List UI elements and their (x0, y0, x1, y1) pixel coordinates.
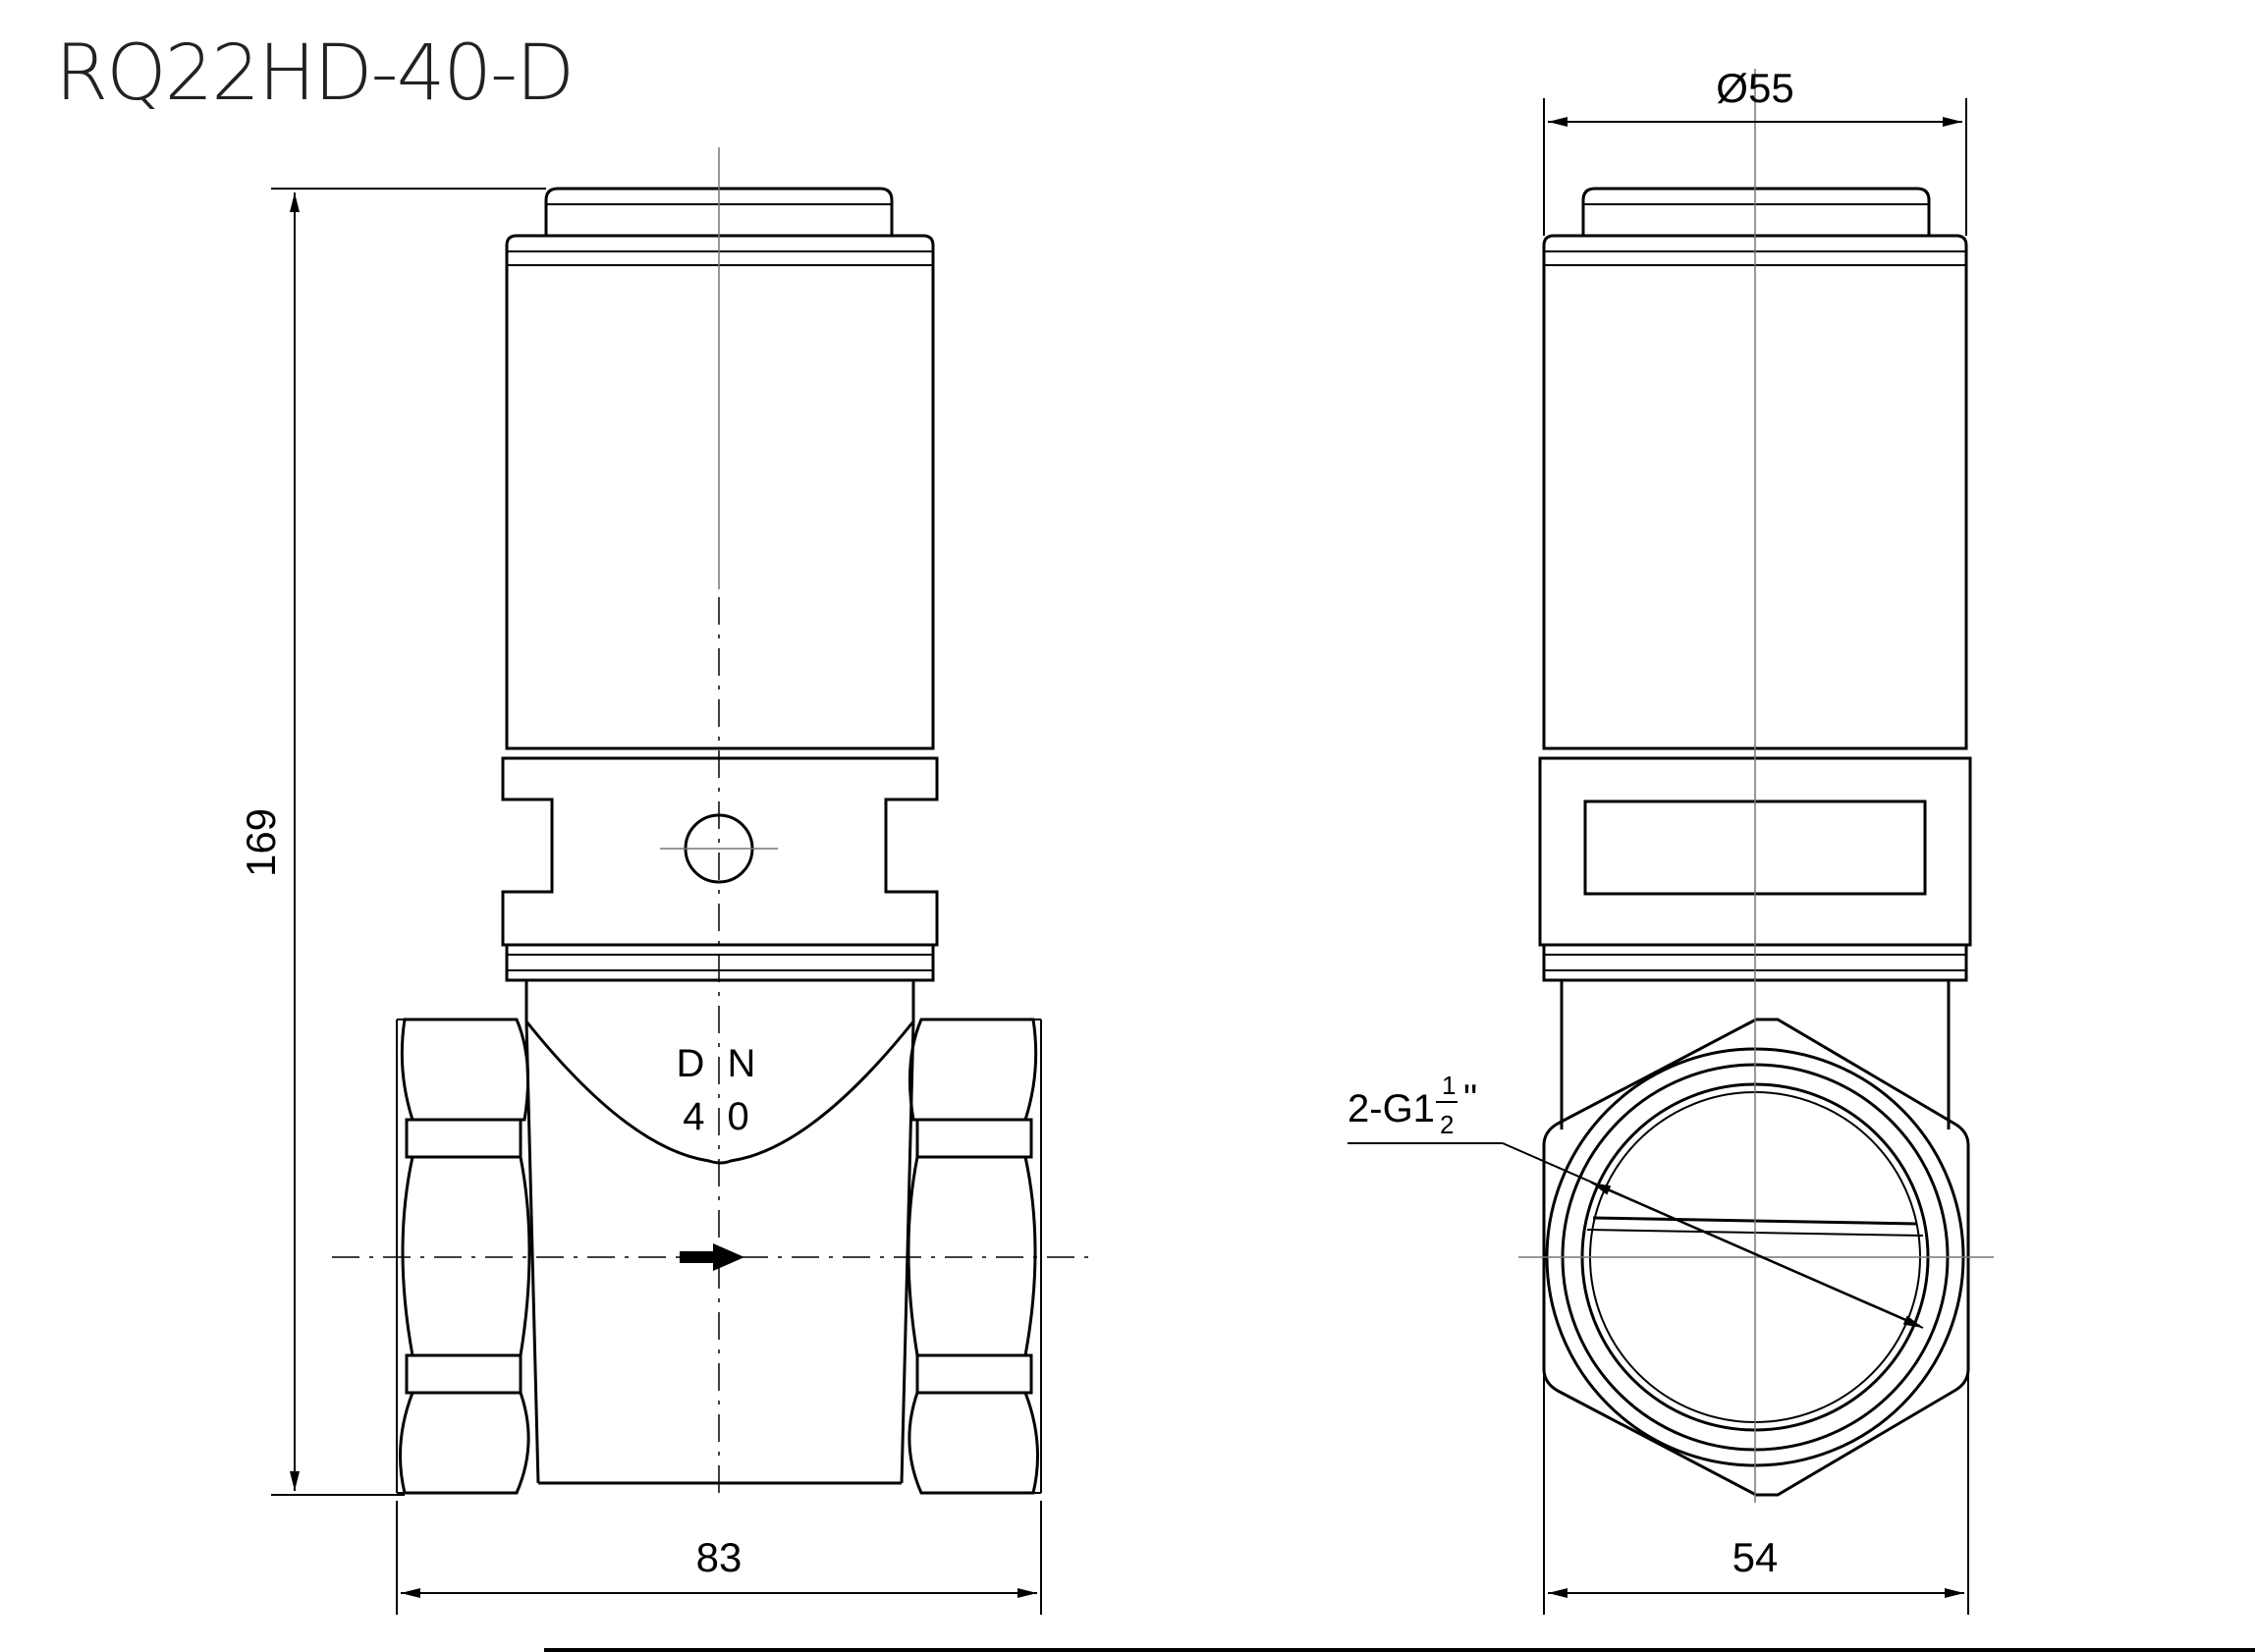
front-bonnet (501, 756, 939, 947)
side-width-label: 54 (1732, 1534, 1779, 1580)
height-dimension-label: 169 (238, 808, 284, 877)
thread-callout: 2-G1 1 2 " (1348, 1071, 1924, 1329)
side-top-cap (1581, 187, 1931, 236)
thread-spec-prefix: 2-G1 (1348, 1087, 1435, 1130)
front-view: D N 4 0 169 83 (238, 147, 1092, 1615)
drawing-title: RQ22HD-40-D (55, 29, 575, 118)
side-width-dimension: 54 (1543, 1375, 1969, 1615)
height-dimension: 169 (238, 188, 546, 1496)
front-right-hex-end (907, 1018, 1042, 1495)
body-marking-line2: 4 0 (683, 1095, 755, 1138)
diameter-label: Ø55 (1716, 65, 1793, 111)
body-marking-line1: D N (677, 1042, 762, 1085)
side-coil-housing (1542, 234, 1968, 750)
side-hex-end (1542, 1018, 1970, 1497)
side-view: 2-G1 1 2 " Ø55 54 (1348, 65, 1994, 1615)
front-left-hex-end (396, 1018, 531, 1495)
front-width-label: 83 (696, 1534, 742, 1580)
front-coil-housing (505, 234, 935, 750)
front-lower-ring (505, 943, 935, 982)
thread-spec-numerator: 1 (1442, 1071, 1456, 1100)
thread-spec-suffix: " (1463, 1077, 1477, 1121)
flow-direction-arrow-icon (680, 1243, 744, 1271)
diameter-dimension: Ø55 (1543, 65, 1967, 236)
front-width-dimension: 83 (396, 1501, 1042, 1615)
thread-spec-denominator: 2 (1440, 1110, 1454, 1139)
